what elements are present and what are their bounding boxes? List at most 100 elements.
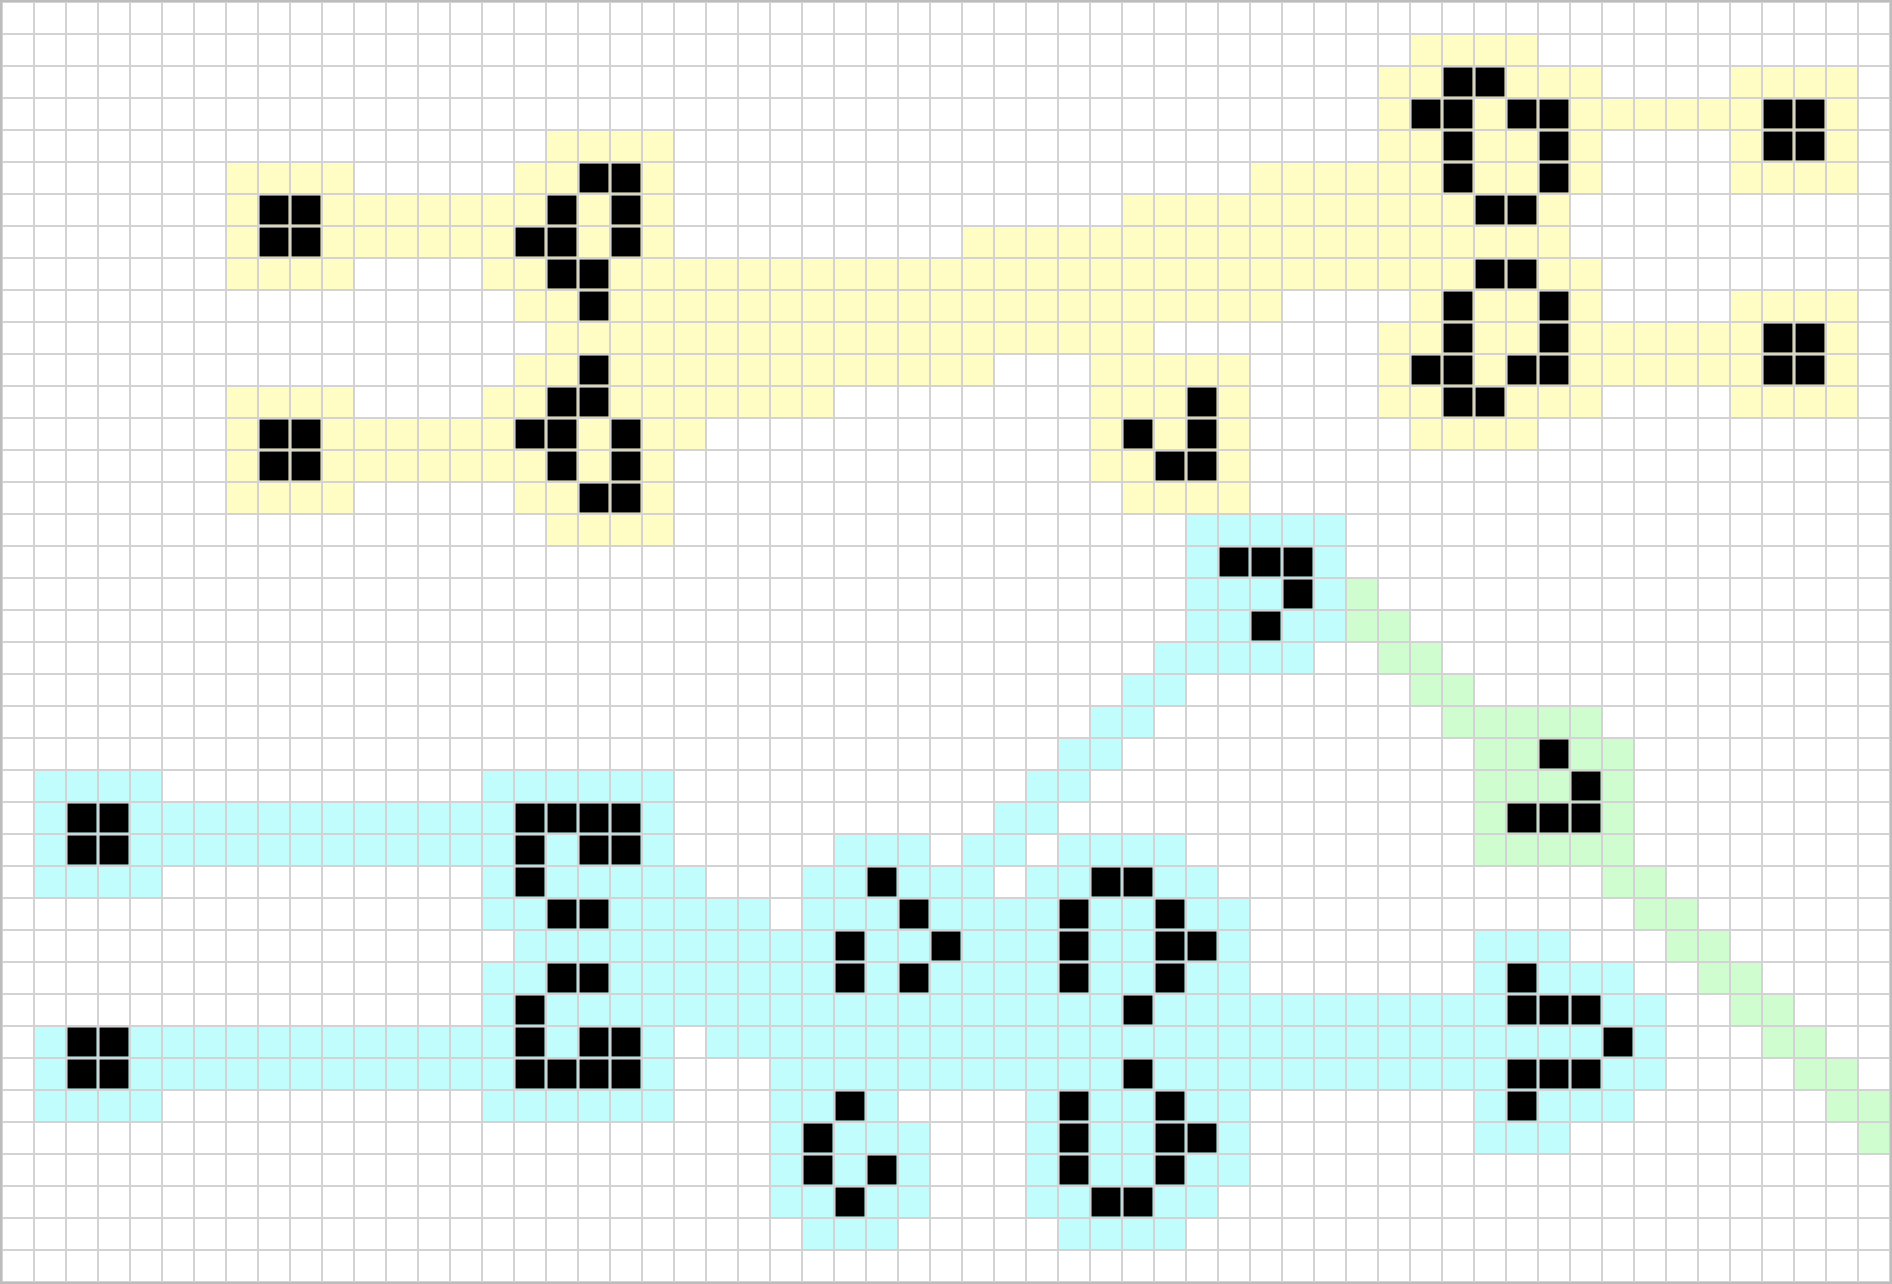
live-cell[interactable] bbox=[1155, 451, 1185, 481]
live-cell[interactable] bbox=[1603, 1027, 1633, 1057]
live-cell[interactable] bbox=[579, 963, 609, 993]
live-cell[interactable] bbox=[579, 387, 609, 417]
live-cell[interactable] bbox=[1123, 1187, 1153, 1217]
live-cell[interactable] bbox=[1155, 1123, 1185, 1153]
live-cell[interactable] bbox=[1795, 355, 1825, 385]
live-cell[interactable] bbox=[1443, 67, 1473, 97]
live-cell[interactable] bbox=[579, 1027, 609, 1057]
live-cell[interactable] bbox=[1795, 131, 1825, 161]
live-cell[interactable] bbox=[1507, 995, 1537, 1025]
live-cell[interactable] bbox=[1251, 547, 1281, 577]
live-cell[interactable] bbox=[1251, 611, 1281, 641]
live-cell[interactable] bbox=[1571, 803, 1601, 833]
live-cell[interactable] bbox=[611, 1059, 641, 1089]
live-cell[interactable] bbox=[1155, 1091, 1185, 1121]
live-cell[interactable] bbox=[547, 451, 577, 481]
live-cell[interactable] bbox=[67, 835, 97, 865]
live-cell[interactable] bbox=[515, 1059, 545, 1089]
live-cell[interactable] bbox=[579, 1059, 609, 1089]
live-cell[interactable] bbox=[1443, 163, 1473, 193]
live-cell[interactable] bbox=[1443, 323, 1473, 353]
live-cell[interactable] bbox=[1539, 1059, 1569, 1089]
live-cell[interactable] bbox=[1539, 995, 1569, 1025]
live-cell[interactable] bbox=[1123, 867, 1153, 897]
live-cell[interactable] bbox=[835, 931, 865, 961]
live-cell[interactable] bbox=[515, 803, 545, 833]
live-cell[interactable] bbox=[1795, 99, 1825, 129]
live-cell[interactable] bbox=[579, 483, 609, 513]
live-cell[interactable] bbox=[259, 451, 289, 481]
live-cell[interactable] bbox=[1443, 131, 1473, 161]
live-cell[interactable] bbox=[291, 451, 321, 481]
live-cell[interactable] bbox=[835, 1091, 865, 1121]
live-cell[interactable] bbox=[67, 1059, 97, 1089]
live-cell[interactable] bbox=[259, 419, 289, 449]
live-cell[interactable] bbox=[515, 1027, 545, 1057]
live-cell[interactable] bbox=[611, 163, 641, 193]
live-cell[interactable] bbox=[1187, 451, 1217, 481]
live-cell[interactable] bbox=[899, 899, 929, 929]
live-cell[interactable] bbox=[1187, 387, 1217, 417]
live-cell[interactable] bbox=[899, 963, 929, 993]
live-cell[interactable] bbox=[1507, 803, 1537, 833]
live-cell[interactable] bbox=[1539, 803, 1569, 833]
live-cell[interactable] bbox=[1123, 1059, 1153, 1089]
live-cell[interactable] bbox=[1763, 99, 1793, 129]
live-cell[interactable] bbox=[1539, 739, 1569, 769]
live-cell[interactable] bbox=[1507, 355, 1537, 385]
live-cell[interactable] bbox=[1219, 547, 1249, 577]
live-cell[interactable] bbox=[1283, 547, 1313, 577]
live-cell[interactable] bbox=[1443, 355, 1473, 385]
live-cell[interactable] bbox=[579, 163, 609, 193]
live-cell[interactable] bbox=[259, 227, 289, 257]
live-cell[interactable] bbox=[1059, 899, 1089, 929]
live-cell[interactable] bbox=[259, 195, 289, 225]
live-cell[interactable] bbox=[611, 451, 641, 481]
live-cell[interactable] bbox=[67, 1027, 97, 1057]
live-cell[interactable] bbox=[1507, 259, 1537, 289]
live-cell[interactable] bbox=[1539, 163, 1569, 193]
live-cell[interactable] bbox=[611, 835, 641, 865]
live-cell[interactable] bbox=[99, 1027, 129, 1057]
live-cell[interactable] bbox=[1507, 195, 1537, 225]
live-cell[interactable] bbox=[579, 899, 609, 929]
live-cell[interactable] bbox=[1539, 99, 1569, 129]
live-cell[interactable] bbox=[67, 803, 97, 833]
live-cell[interactable] bbox=[1443, 99, 1473, 129]
live-cell[interactable] bbox=[1475, 387, 1505, 417]
live-cell[interactable] bbox=[1475, 195, 1505, 225]
live-cell[interactable] bbox=[1091, 1187, 1121, 1217]
live-cell[interactable] bbox=[1187, 419, 1217, 449]
live-cell[interactable] bbox=[99, 1059, 129, 1089]
live-cell[interactable] bbox=[579, 803, 609, 833]
live-cell[interactable] bbox=[611, 195, 641, 225]
live-cell[interactable] bbox=[547, 387, 577, 417]
live-cell[interactable] bbox=[1475, 259, 1505, 289]
live-cell[interactable] bbox=[291, 195, 321, 225]
live-cell[interactable] bbox=[547, 227, 577, 257]
live-cell[interactable] bbox=[867, 867, 897, 897]
live-cell[interactable] bbox=[547, 195, 577, 225]
live-cell[interactable] bbox=[547, 803, 577, 833]
live-cell[interactable] bbox=[931, 931, 961, 961]
live-cell[interactable] bbox=[1571, 995, 1601, 1025]
live-cell[interactable] bbox=[1411, 355, 1441, 385]
live-cell[interactable] bbox=[1059, 1123, 1089, 1153]
live-cell[interactable] bbox=[515, 227, 545, 257]
live-cell[interactable] bbox=[611, 419, 641, 449]
live-cell[interactable] bbox=[515, 867, 545, 897]
live-cell[interactable] bbox=[515, 419, 545, 449]
live-cell[interactable] bbox=[1123, 419, 1153, 449]
live-cell[interactable] bbox=[547, 963, 577, 993]
live-cell[interactable] bbox=[1187, 1123, 1217, 1153]
live-cell[interactable] bbox=[1187, 931, 1217, 961]
live-cell[interactable] bbox=[1507, 99, 1537, 129]
live-cell[interactable] bbox=[515, 995, 545, 1025]
live-cell[interactable] bbox=[1507, 963, 1537, 993]
live-cell[interactable] bbox=[1763, 355, 1793, 385]
live-cell[interactable] bbox=[547, 899, 577, 929]
live-cell[interactable] bbox=[1059, 931, 1089, 961]
live-cell[interactable] bbox=[1091, 867, 1121, 897]
live-cell[interactable] bbox=[1539, 355, 1569, 385]
